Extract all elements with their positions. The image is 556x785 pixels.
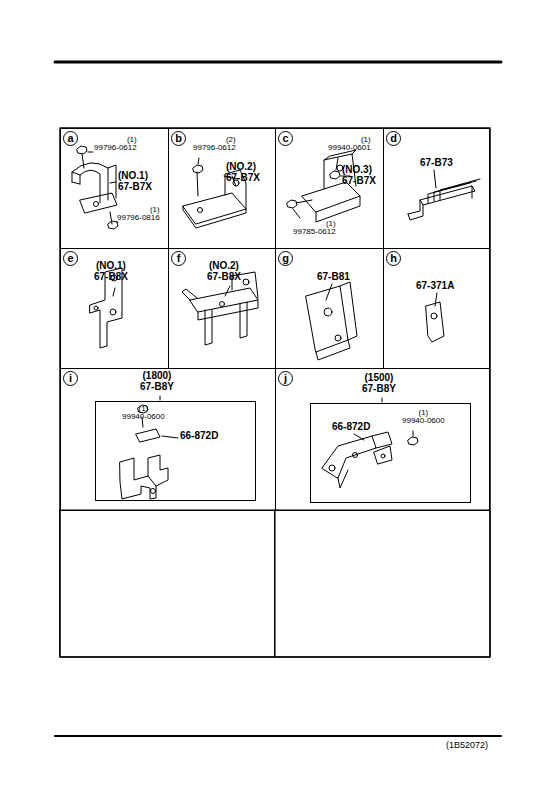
part-number: (NO.1) 67-B8X xyxy=(94,261,128,282)
callout-letter-text: c xyxy=(282,133,288,144)
callout-letter-text: i xyxy=(69,373,72,384)
text-line: 99796-0816 xyxy=(117,213,160,222)
callout-letter-text: g xyxy=(282,253,289,264)
text-line: (1) xyxy=(326,219,336,228)
text-line: (NO.1) xyxy=(96,260,126,271)
text-line: 67-B81 xyxy=(317,271,350,282)
callout-letter: d xyxy=(386,131,401,146)
part-number: (NO.3) 67-B7X xyxy=(342,165,376,186)
text-line: 67-B7X xyxy=(342,175,376,186)
text-line: 67-371A xyxy=(416,280,454,291)
part-number: (1) 99796-0612 xyxy=(94,136,137,153)
part-number: (NO.2) 67-B8X xyxy=(207,261,241,282)
detail-box: (1) 99940-0600 66-872D xyxy=(95,401,256,501)
catalog-cell: 67-B73 d xyxy=(383,128,490,249)
text-line: a xyxy=(67,132,73,144)
part-number: 67-B81 xyxy=(317,272,350,283)
text-line: (1) xyxy=(127,135,137,144)
text-line: 67-B8Y xyxy=(140,381,174,392)
text-line: 67-B8X xyxy=(94,271,128,282)
callout-letter: h xyxy=(386,251,401,266)
callout-letter: e xyxy=(63,251,78,266)
callout-letter-text: b xyxy=(175,133,182,144)
text-line: g xyxy=(282,252,289,264)
catalog-cell: (NO.1) 67-B8X e xyxy=(60,248,169,369)
text-line: 67-B8X xyxy=(207,271,241,282)
text-line: 99796-0612 xyxy=(193,143,236,152)
text-line: 99796-0612 xyxy=(94,143,137,152)
callout-letter: c xyxy=(278,131,293,146)
callout-letter-text: d xyxy=(390,133,397,144)
catalog-cell: (1800) 67-B8Y i (1) 99940-0600 66-872D xyxy=(60,368,276,511)
text-line: h xyxy=(390,252,397,264)
part-number: 66-872D xyxy=(332,422,370,433)
text-line: (1) xyxy=(361,135,371,144)
part-number: (1) 99940-0600 xyxy=(122,405,165,422)
text-line: (1) xyxy=(150,205,160,214)
part-number: 66-872D xyxy=(180,431,218,442)
text-line: (NO.2) xyxy=(209,260,239,271)
part-number: (2) 99796-0612 xyxy=(193,136,236,153)
detail-box: 66-872D (1) 99940-0600 xyxy=(310,403,471,503)
text-line: f xyxy=(177,252,181,264)
callout-letter-text: a xyxy=(67,133,73,144)
text-line: 99785-0612 xyxy=(293,227,336,236)
text-line: (1) xyxy=(138,404,148,413)
part-number: (1) 99785-0612 xyxy=(293,220,336,237)
text-line: 99940-0601 xyxy=(328,143,371,152)
text-line: 67-B7X xyxy=(226,172,260,183)
text-line: 66-872D xyxy=(332,421,370,432)
part-number: (1800) 67-B8Y xyxy=(140,371,174,392)
text-line: 66-872D xyxy=(180,430,218,441)
callout-letter-text: e xyxy=(67,253,73,264)
text-line: (1500) xyxy=(365,372,394,383)
catalog-cell: (1) 99940-0601 (NO.3) 67-B7X (1) 99785-061… xyxy=(275,128,384,249)
part-number: (1) 99940-0600 xyxy=(402,409,445,426)
text-line: 67-B73 xyxy=(420,157,453,168)
text-line: b xyxy=(175,132,182,144)
text-line: e xyxy=(67,252,73,264)
text-line: j xyxy=(284,372,287,384)
text-line: (NO.1) xyxy=(118,170,148,181)
text-line: 67-B7X xyxy=(118,181,152,192)
callout-letter: j xyxy=(278,371,293,386)
part-number: (NO.2) 67-B7X xyxy=(226,162,260,183)
text-line: c xyxy=(282,132,288,144)
part-number: (1) 99796-0816 xyxy=(117,206,160,223)
callout-letter-text: j xyxy=(284,373,287,384)
callout-letter: i xyxy=(63,371,78,386)
callout-letter: f xyxy=(171,251,186,266)
text-line: (2) xyxy=(226,135,236,144)
catalog-cell: (1500) 67-B8Y j 66-872D (1) 99940-0600 xyxy=(275,368,490,511)
text-line: 99940-0600 xyxy=(402,416,445,425)
callout-letter-text: h xyxy=(390,253,397,264)
catalog-cell: (2) 99796-0612 (NO.2) 67-B7X b xyxy=(168,128,276,249)
callout-letter: a xyxy=(63,131,78,146)
part-number: (1500) 67-B8Y xyxy=(362,373,396,394)
callout-letter: g xyxy=(278,251,293,266)
callout-letter: b xyxy=(171,131,186,146)
catalog-cell: 67-B81 g xyxy=(275,248,384,369)
text-line: 67-B8Y xyxy=(362,383,396,394)
text-line: (1800) xyxy=(143,370,172,381)
text-line: d xyxy=(390,132,397,144)
part-number: (1) 99940-0601 xyxy=(328,136,371,153)
catalog-cell: (1) 99796-0612 (NO.1) 67-B7X (1) 99796-081… xyxy=(60,128,169,249)
text-line: 99940-0600 xyxy=(122,412,165,421)
catalog-cell: (NO.2) 67-B8X f xyxy=(168,248,276,369)
part-number: 67-371A xyxy=(416,281,454,292)
text-line: (NO.3) xyxy=(342,164,372,175)
text-line: (NO.2) xyxy=(226,161,256,172)
part-number: 67-B73 xyxy=(420,158,453,169)
text-line: (1) xyxy=(418,408,428,417)
part-number: (NO.1) 67-B7X xyxy=(118,171,152,192)
callout-letter-text: f xyxy=(177,253,181,264)
text-line: i xyxy=(69,372,72,384)
catalog-cell: 67-371A h xyxy=(383,248,490,369)
catalog-code: (1B52072) xyxy=(446,740,488,750)
